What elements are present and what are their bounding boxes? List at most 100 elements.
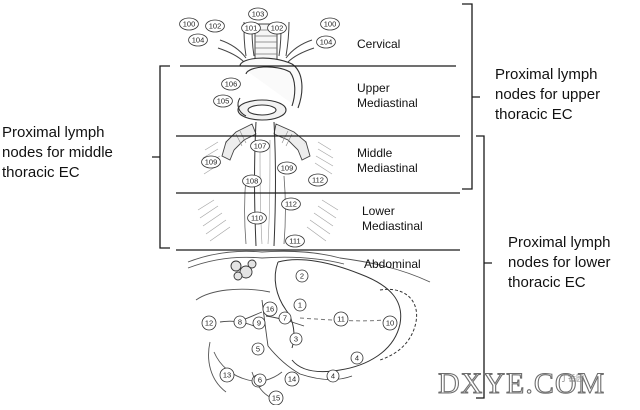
node-marker	[326, 369, 340, 383]
node-number: 8	[238, 318, 242, 327]
node-number: 100	[324, 20, 337, 29]
node-number: 2	[300, 272, 304, 281]
node-station-100: 100	[320, 17, 340, 31]
node-marker	[247, 211, 267, 225]
node-station-5: 5	[251, 342, 265, 356]
aortic-arch	[237, 57, 303, 121]
node-marker	[219, 367, 235, 383]
node-marker	[188, 33, 208, 47]
node-marker	[284, 371, 300, 387]
node-marker	[285, 234, 305, 248]
node-station-3: 3	[289, 332, 303, 346]
node-marker	[248, 7, 268, 21]
node-marker	[320, 17, 340, 31]
node-marker	[289, 332, 303, 346]
liver-duodenum	[195, 288, 283, 399]
node-marker	[277, 161, 297, 175]
node-station-12: 12	[201, 315, 217, 331]
node-number: 103	[252, 10, 265, 19]
node-station-105: 105	[213, 94, 233, 108]
node-number: 108	[246, 177, 259, 186]
node-station-112: 112	[281, 197, 301, 211]
node-number: 112	[312, 176, 324, 185]
node-station-111: 111	[285, 234, 305, 248]
node-number: 101	[245, 24, 258, 33]
node-number: 10	[386, 319, 394, 328]
node-marker	[241, 21, 261, 35]
node-number: 3	[294, 335, 298, 344]
node-station-103: 103	[248, 7, 268, 21]
node-number: 107	[254, 142, 267, 151]
node-number: 111	[289, 237, 300, 246]
node-station-108: 108	[242, 174, 262, 188]
node-number: 7	[283, 314, 287, 323]
node-station-14: 14	[284, 371, 300, 387]
node-number: 102	[209, 22, 222, 31]
node-station-13: 13	[219, 367, 235, 383]
node-number: 102	[271, 24, 284, 33]
node-station-104: 104	[316, 35, 336, 49]
node-marker	[201, 155, 221, 169]
node-number: 106	[225, 80, 238, 89]
node-marker	[201, 315, 217, 331]
diaphragm	[187, 250, 431, 283]
node-station-100: 100	[179, 17, 199, 31]
bracket-upper	[462, 3, 480, 190]
node-station-107: 107	[250, 139, 270, 153]
node-station-9: 9	[252, 316, 266, 330]
node-station-4: 4	[326, 369, 340, 383]
node-marker	[308, 173, 328, 187]
node-marker	[251, 342, 265, 356]
region-separators	[176, 65, 460, 251]
node-number: 12	[205, 319, 213, 328]
node-station-110: 110	[247, 211, 267, 225]
node-station-10: 10	[382, 315, 398, 331]
node-station-109: 109	[277, 161, 297, 175]
node-station-6: 6	[253, 373, 267, 387]
node-number: 105	[217, 97, 230, 106]
group-brackets	[152, 3, 492, 399]
neck-vessels	[217, 21, 315, 65]
node-number: 104	[192, 36, 205, 45]
anatomy-illustration	[187, 21, 431, 399]
node-number: 5	[256, 345, 260, 354]
node-station-101: 101	[241, 21, 261, 35]
watermark: DXYE.COM 丁香园	[437, 366, 605, 400]
node-number: 110	[251, 214, 263, 223]
node-marker	[281, 197, 301, 211]
node-station-2: 2	[295, 269, 309, 283]
node-marker	[382, 315, 398, 331]
node-station-1: 1	[293, 298, 307, 312]
node-station-8: 8	[233, 315, 247, 329]
node-station-109: 109	[201, 155, 221, 169]
region-label-abdominal: Abdominal	[364, 257, 421, 271]
node-marker	[179, 17, 199, 31]
node-number: 104	[320, 38, 333, 47]
node-number: 4	[331, 372, 335, 381]
node-station-104: 104	[188, 33, 208, 47]
node-number: 16	[266, 305, 274, 314]
node-marker	[262, 301, 278, 317]
node-number: 109	[281, 164, 294, 173]
node-station-15: 15	[268, 390, 284, 406]
node-number: 4	[355, 354, 359, 363]
node-station-106: 106	[221, 77, 241, 91]
node-marker	[278, 311, 292, 325]
node-marker	[221, 77, 241, 91]
node-number: 11	[337, 315, 345, 324]
bracket-middle	[152, 65, 170, 249]
node-station-102: 102	[205, 19, 225, 33]
watermark-text: DXYE.COM	[438, 367, 605, 400]
node-marker	[250, 139, 270, 153]
node-marker	[242, 174, 262, 188]
node-marker	[233, 315, 247, 329]
